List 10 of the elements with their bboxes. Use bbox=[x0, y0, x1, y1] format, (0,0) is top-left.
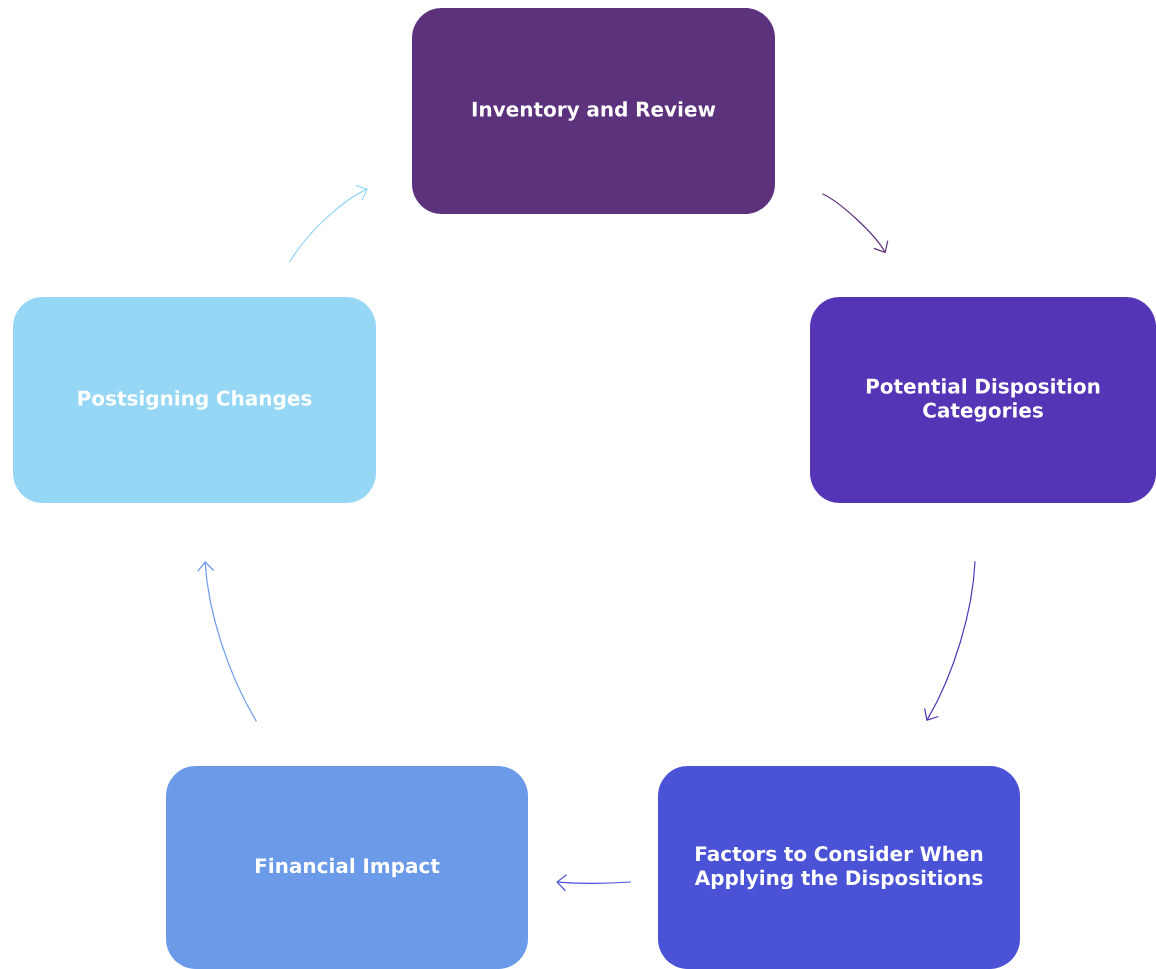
process-box: Potential Disposition Categories bbox=[810, 297, 1156, 503]
process-box: Inventory and Review bbox=[412, 8, 775, 214]
arrow bbox=[924, 560, 976, 721]
process-box: Financial Impact bbox=[166, 766, 528, 969]
arrow bbox=[288, 184, 368, 263]
process-box: Factors to Consider When Applying the Dispositions bbox=[658, 766, 1020, 969]
arrow bbox=[197, 561, 258, 722]
arrow bbox=[556, 874, 632, 892]
arrow bbox=[821, 193, 889, 254]
process-box: Postsigning Changes bbox=[13, 297, 376, 503]
